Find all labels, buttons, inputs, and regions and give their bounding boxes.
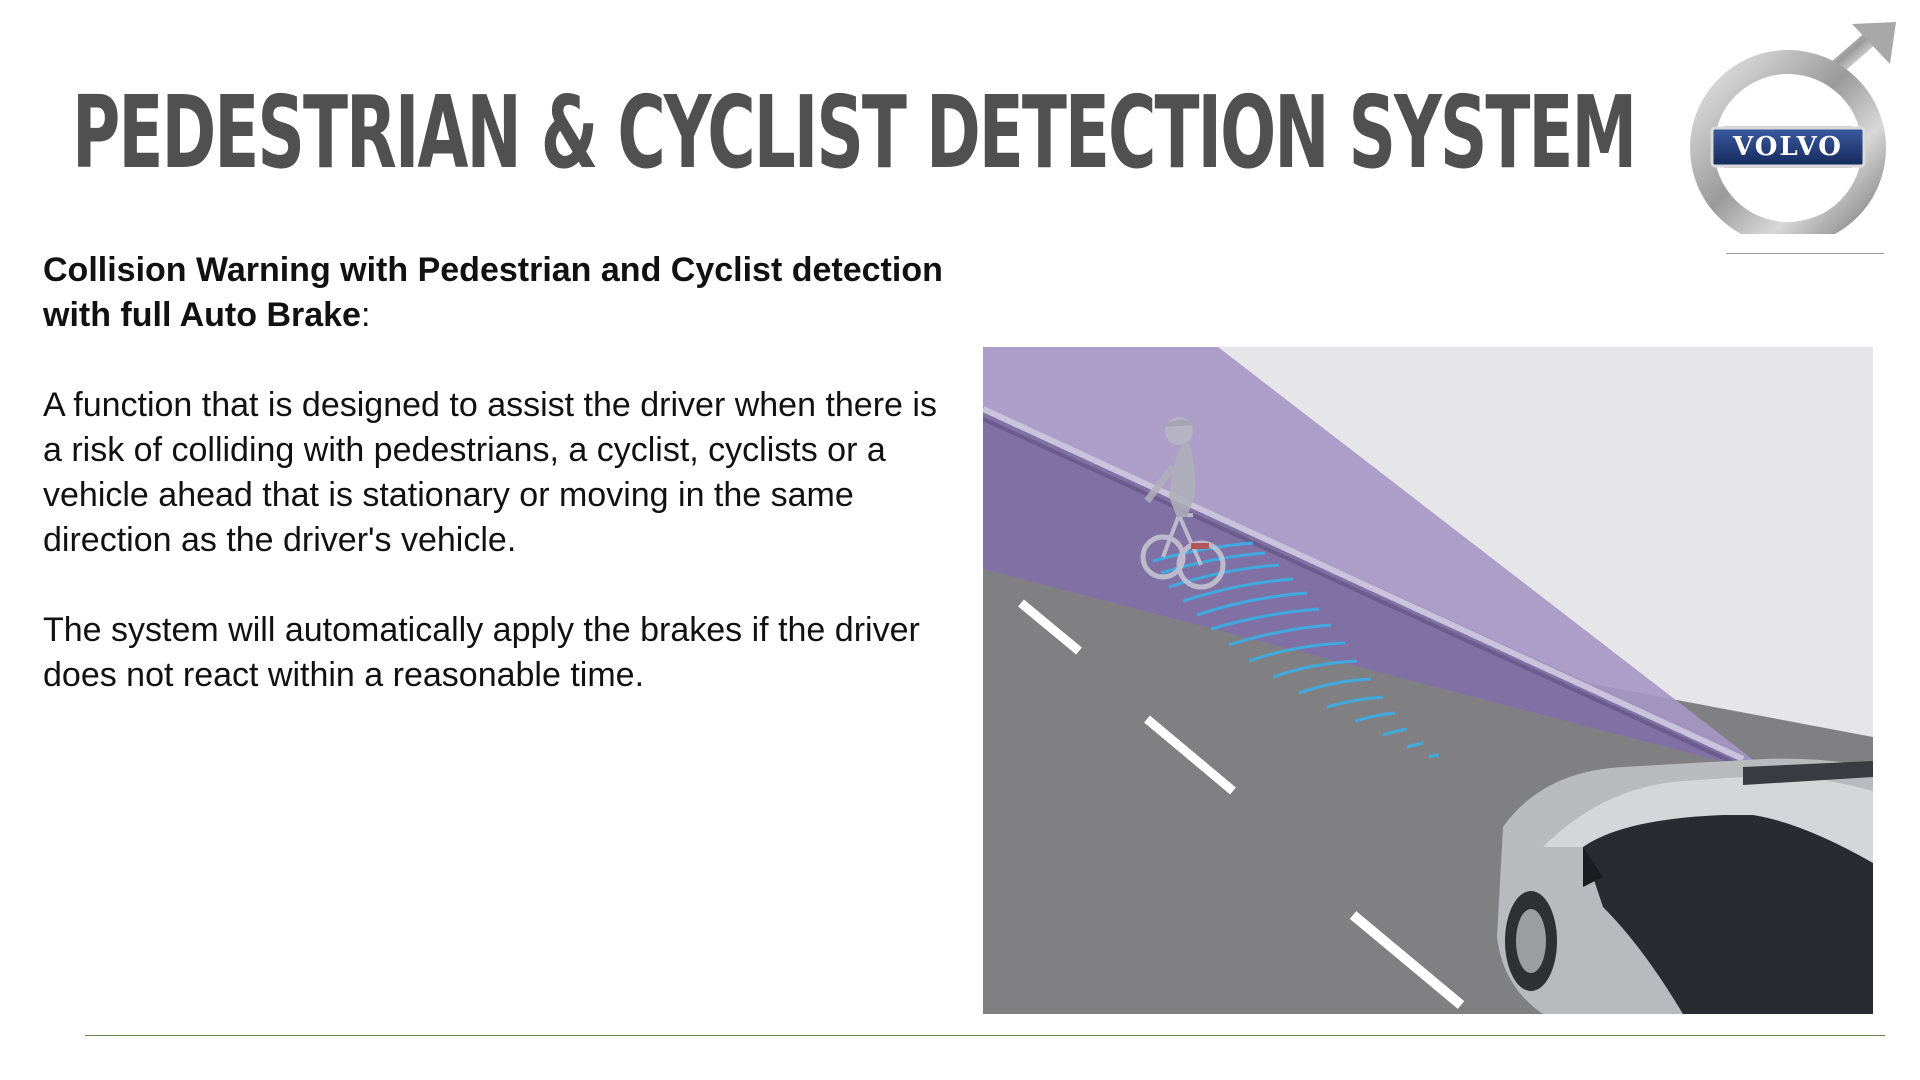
text-content: Collision Warning with Pedestrian and Cy… (43, 248, 963, 698)
detection-illustration (983, 347, 1873, 1014)
lane-mark-1 (1018, 599, 1082, 655)
brake-paragraph: The system will automatically apply the … (43, 611, 920, 694)
feature-heading: Collision Warning with Pedestrian and Cy… (43, 248, 963, 338)
lane-mark-3 (1349, 911, 1465, 1009)
kerb-shadow (983, 417, 1744, 769)
description-paragraph: A function that is designed to assist th… (43, 386, 937, 559)
feature-heading-colon: : (360, 296, 371, 334)
lane-mark-2 (1144, 715, 1236, 795)
slide-title: Pedestrian & Cyclist Detection System (72, 74, 1637, 191)
logo-text: VOLVO (1733, 132, 1843, 162)
car (1497, 758, 1873, 1014)
feature-heading-bold: Collision Warning with Pedestrian and Cy… (43, 251, 943, 334)
logo-divider (1726, 253, 1884, 254)
volvo-logo (1690, 22, 1896, 234)
cyclist (1140, 417, 1226, 590)
footer-divider (85, 1035, 1885, 1036)
car-window (1583, 815, 1873, 1014)
kerb-line (983, 406, 1745, 762)
